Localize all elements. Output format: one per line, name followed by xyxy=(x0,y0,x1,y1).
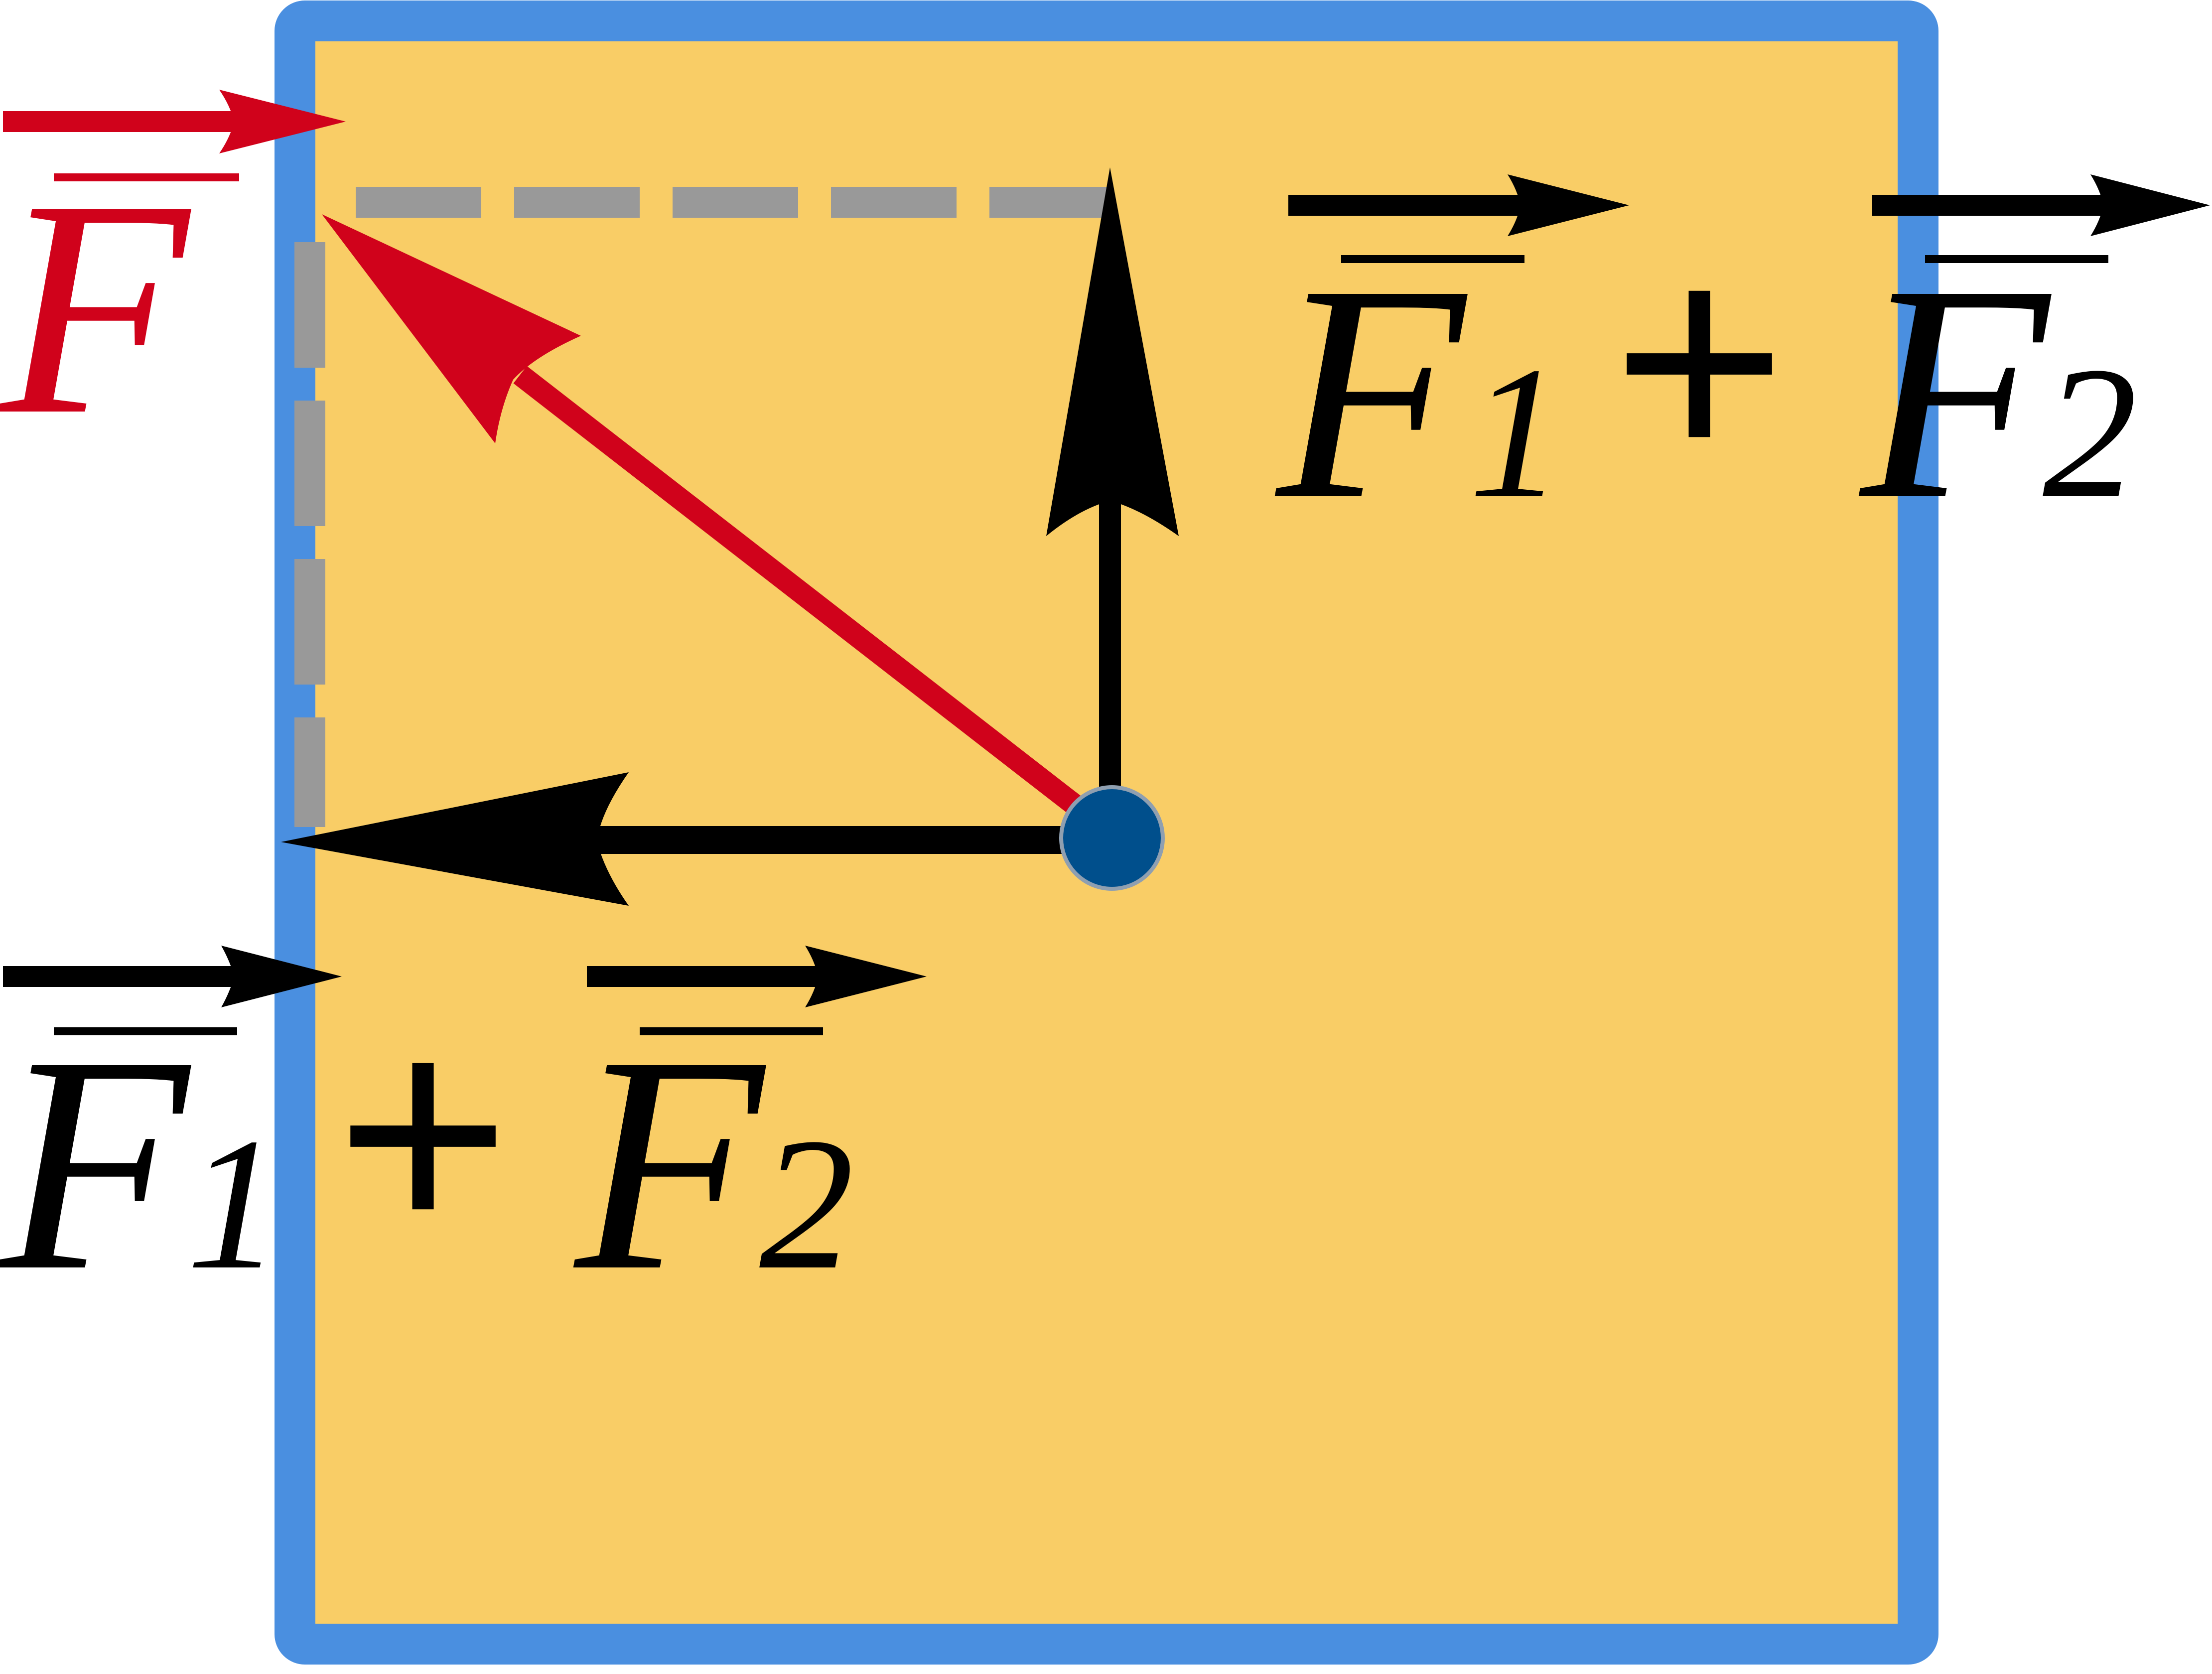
sum-label-bottom: F 1 + F 2 xyxy=(0,946,927,1335)
sum-bottom-second-arrowhead xyxy=(805,946,927,1007)
sum-label-top: F 1 + F 2 xyxy=(1271,174,2210,563)
component-vector-left-arrowhead xyxy=(281,772,629,906)
sum-top-first-subscript: 1 xyxy=(1469,328,1563,538)
component-vector-up-arrowhead xyxy=(1046,167,1179,536)
resultant-vector-arrowhead xyxy=(322,214,581,443)
sum-top-second-symbol: F xyxy=(1855,222,2053,563)
sum-bottom-second-symbol: F xyxy=(570,993,768,1335)
sum-bottom-second-subscript: 2 xyxy=(759,1099,854,1309)
resultant-symbol: F xyxy=(0,137,193,479)
sum-top-second-arrowhead xyxy=(2090,174,2210,236)
sum-top-first-arrowhead xyxy=(1508,174,1629,236)
resultant-label-arrowhead xyxy=(219,90,346,153)
resultant-vector-shaft xyxy=(513,366,1123,846)
sum-top-second-subscript: 2 xyxy=(2043,328,2137,538)
sum-bottom-first-arrowhead xyxy=(221,946,342,1007)
sum-top-operator: + xyxy=(1612,193,1787,527)
sum-bottom-operator: + xyxy=(336,966,510,1299)
resultant-label: F xyxy=(0,90,346,479)
sum-bottom-first-subscript: 1 xyxy=(186,1099,281,1309)
sum-bottom-first-symbol: F xyxy=(0,993,193,1335)
origin-point xyxy=(1059,785,1165,891)
sum-top-first-symbol: F xyxy=(1271,222,1469,563)
